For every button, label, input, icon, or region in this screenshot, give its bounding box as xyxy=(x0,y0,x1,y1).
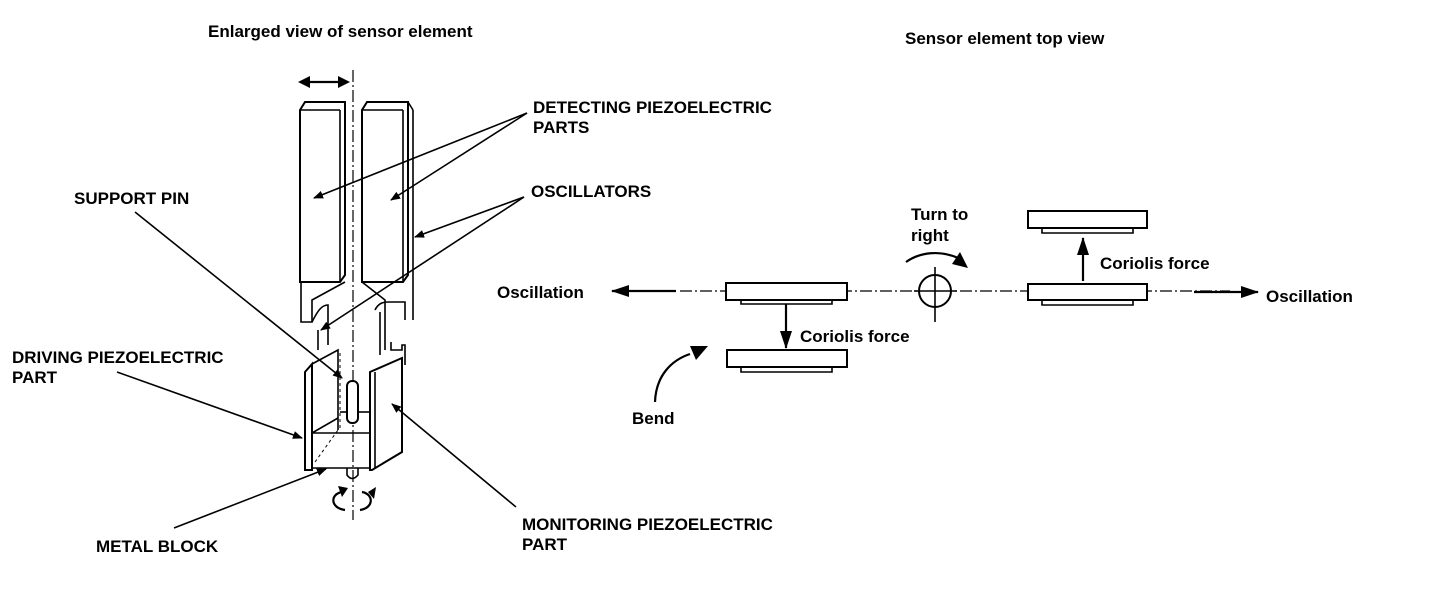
coriolis-right-label: Coriolis force xyxy=(1100,254,1210,273)
lower-body xyxy=(304,348,403,480)
turn-right-arrow xyxy=(905,252,959,263)
oscillators-leader-1 xyxy=(414,196,525,238)
right-oscillator xyxy=(361,281,406,365)
monitoring-label-line2: PART xyxy=(522,535,568,554)
left-detecting-piezo-part xyxy=(299,101,346,283)
rotation-arrow-icon xyxy=(332,486,376,512)
oscillation-right-label: Oscillation xyxy=(1266,287,1353,306)
driving-leader xyxy=(116,371,303,439)
left-oscillator-deflected xyxy=(726,349,848,373)
driving-label-line2: PART xyxy=(12,368,58,387)
left-oscillator xyxy=(300,281,346,350)
bend-arrow xyxy=(653,352,691,403)
oscillation-left-label: Oscillation xyxy=(497,283,584,302)
turn-label-line2: right xyxy=(911,226,949,245)
right-oscillator-top xyxy=(1027,283,1148,306)
sensor-element xyxy=(298,70,414,520)
rotation-center-icon xyxy=(914,267,957,322)
turn-right-arrowhead xyxy=(952,252,968,268)
detecting-leader-2 xyxy=(390,112,528,201)
driving-label-line1: DRIVING PIEZOELECTRIC xyxy=(12,348,224,367)
metal-block-label: METAL BLOCK xyxy=(96,537,219,556)
support-pin-label: SUPPORT PIN xyxy=(74,189,189,208)
detecting-leader-1 xyxy=(313,112,528,199)
coriolis-left-label: Coriolis force xyxy=(800,327,910,346)
top-view xyxy=(611,210,1259,403)
left-panel-title: Enlarged view of sensor element xyxy=(208,22,473,41)
monitoring-piezo-plate xyxy=(369,356,403,471)
metal-block-leader xyxy=(173,468,327,529)
left-oscillator-top xyxy=(725,282,848,305)
right-detecting-piezo-part xyxy=(361,101,414,320)
oscillation-double-arrow-icon xyxy=(298,76,350,88)
driving-piezo-plate xyxy=(304,361,313,471)
oscillators-label: OSCILLATORS xyxy=(531,182,651,201)
bend-arrowhead xyxy=(690,346,708,360)
right-oscillator-deflected xyxy=(1027,210,1148,234)
support-pin xyxy=(346,380,359,424)
oscillators-leader-2 xyxy=(320,196,525,331)
detecting-label-line1: DETECTING PIEZOELECTRIC xyxy=(533,98,772,117)
right-panel-title: Sensor element top view xyxy=(905,29,1105,48)
turn-label-line1: Turn to xyxy=(911,205,968,224)
support-pin-leader xyxy=(134,211,343,379)
monitoring-label-line1: MONITORING PIEZOELECTRIC xyxy=(522,515,773,534)
monitoring-leader xyxy=(391,403,517,508)
bend-label: Bend xyxy=(632,409,675,428)
detecting-label-line2: PARTS xyxy=(533,118,589,137)
